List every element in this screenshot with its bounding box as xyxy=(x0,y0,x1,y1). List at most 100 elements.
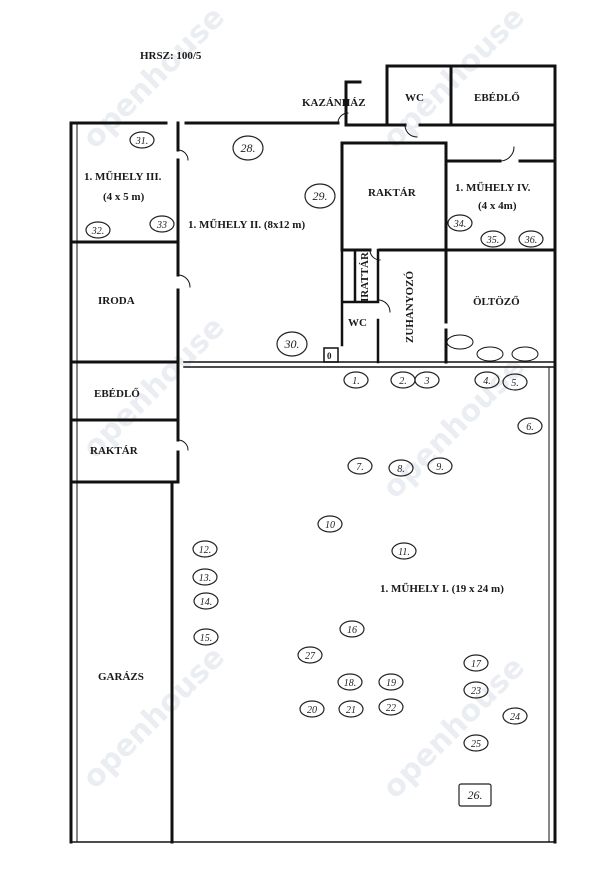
marker: 18. xyxy=(337,673,363,691)
watermark: openhouse xyxy=(76,640,232,796)
marker-outline xyxy=(378,673,404,691)
marker-outline xyxy=(463,681,489,699)
marker-outline xyxy=(339,620,365,638)
raktar-left-walls xyxy=(69,418,180,484)
marker-outline xyxy=(343,371,369,389)
marker-label: 34. xyxy=(453,219,467,230)
marker-label: 27 xyxy=(305,651,316,662)
marker-outline xyxy=(518,230,544,248)
small-box-label: 0 xyxy=(327,351,332,361)
marker-outline xyxy=(337,673,363,691)
marker: 16 xyxy=(339,620,365,638)
marker: 23 xyxy=(463,681,489,699)
watermark: openhouse xyxy=(76,0,232,156)
marker-outline xyxy=(474,371,500,389)
marker-outline xyxy=(414,371,440,389)
marker: 19 xyxy=(378,673,404,691)
door-swing xyxy=(337,112,349,124)
marker-outline xyxy=(193,628,219,646)
marker: 30. xyxy=(276,331,308,357)
room-ebedlo-top: EBÉDLŐ xyxy=(474,92,520,104)
marker: 36. xyxy=(518,230,544,248)
marker: 11. xyxy=(391,542,417,560)
room-kazanhaz: KAZÁNHÁZ xyxy=(302,97,366,109)
marker-outline xyxy=(463,654,489,672)
room-oltozo: ÖLTÖZŐ xyxy=(473,295,520,308)
marker-outline xyxy=(297,646,323,664)
room-muhely2: 1. MŰHELY II. (8x12 m) xyxy=(188,219,305,231)
room-muhely1: 1. MŰHELY I. (19 x 24 m) xyxy=(380,583,504,595)
iroda-walls xyxy=(69,240,180,364)
watermark: openhouse xyxy=(376,350,532,506)
marker-outline xyxy=(129,131,155,149)
door-swing xyxy=(404,124,418,138)
marker-label: 5. xyxy=(511,378,519,389)
marker: 21 xyxy=(338,700,364,718)
marker: 13. xyxy=(192,568,218,586)
marker: 32. xyxy=(85,221,111,239)
room-labels: HRSZ: 100/5 KAZÁNHÁZ WC EBÉDLŐ 1. MŰHELY… xyxy=(84,50,531,683)
door-swing xyxy=(499,146,515,162)
marker-label: 21 xyxy=(346,705,356,716)
marker: 9. xyxy=(427,457,453,475)
marker: 12. xyxy=(192,540,218,558)
north-wall xyxy=(69,121,557,127)
marker: 26. xyxy=(458,783,492,807)
marker: 10 xyxy=(317,515,343,533)
marker: 6. xyxy=(517,417,543,435)
marker: 7. xyxy=(347,457,373,475)
marker-outline xyxy=(192,568,218,586)
marker-label: 22 xyxy=(386,703,396,714)
marker-label: 29. xyxy=(313,189,328,203)
muhely3-walls xyxy=(69,121,180,244)
marker-label: 35. xyxy=(486,235,500,246)
marker-label: 12. xyxy=(199,545,212,556)
marker-outline xyxy=(193,592,219,610)
door-swing xyxy=(177,274,191,288)
marker: 25 xyxy=(463,734,489,752)
annex-walls xyxy=(344,64,557,127)
room-wc-mid: WC xyxy=(348,317,367,329)
marker-label: 2. xyxy=(399,376,407,387)
room-muhely4-title: 1. MŰHELY IV. xyxy=(455,182,531,194)
marker-label: 20 xyxy=(307,705,317,716)
marker-label: 33 xyxy=(156,220,167,231)
marker-outline xyxy=(480,230,506,248)
marker-outline xyxy=(463,734,489,752)
marker: 33 xyxy=(149,215,175,233)
marker-label: 26. xyxy=(468,788,483,802)
marker: 35. xyxy=(480,230,506,248)
marker-label: 4. xyxy=(483,376,491,387)
room-raktar-mid: RAKTÁR xyxy=(368,187,417,199)
room-zuhanyozo: ZUHANYOZÓ xyxy=(404,270,416,343)
marker: 24 xyxy=(502,707,528,725)
marker: 8. xyxy=(388,459,414,477)
marker: 28. xyxy=(232,135,264,161)
room-wc-top: WC xyxy=(405,92,424,104)
watermark-group: openhouse openhouse openhouse openhouse … xyxy=(76,0,532,806)
marker-outline xyxy=(458,783,492,807)
marker: 27 xyxy=(297,646,323,664)
marker-label: 7. xyxy=(356,462,364,473)
door-swing xyxy=(177,439,189,451)
walls xyxy=(69,64,557,844)
muhely1-north-wall xyxy=(183,361,556,368)
marker: 1. xyxy=(343,371,369,389)
marker: 14. xyxy=(193,592,219,610)
room-ebedlo-left: EBÉDLŐ xyxy=(94,388,140,400)
irattar-walls xyxy=(340,248,380,364)
marker-outline xyxy=(378,698,404,716)
marker-label: 16 xyxy=(347,625,357,636)
marker-label: 30. xyxy=(284,337,300,351)
marker-outline xyxy=(517,417,543,435)
marker-label: 15. xyxy=(200,633,213,644)
marker: 29. xyxy=(304,183,336,209)
marker: 20 xyxy=(299,700,325,718)
marker-outline xyxy=(502,707,528,725)
marker-label: 3 xyxy=(424,376,430,387)
ebedlo-left-walls xyxy=(69,360,180,422)
marker-outline xyxy=(317,515,343,533)
marker: 31. xyxy=(129,131,155,149)
